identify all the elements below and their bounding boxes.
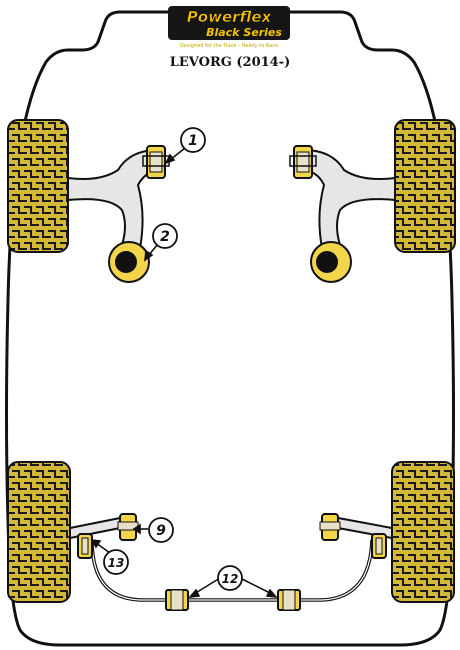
powerflex-logo: Powerflex Black Series Designed for the … [168, 6, 290, 49]
callout-1: 1 [180, 127, 206, 153]
front-left-wishbone [67, 148, 159, 250]
front-right-tyre [394, 119, 456, 253]
bush-13-right [371, 533, 387, 559]
bush-1-left [142, 145, 170, 179]
model-title: LEVORG (2014-) [170, 55, 291, 70]
brand-series: Black Series [206, 26, 282, 39]
bush-1-right [289, 145, 317, 179]
rear-left-tyre [7, 461, 71, 603]
rear-right-tyre [391, 461, 455, 603]
callout-2-label: 2 [160, 229, 170, 245]
callout-12-label: 12 [222, 572, 239, 586]
bush-9-right [319, 513, 341, 541]
brand-name: Powerflex [187, 8, 273, 26]
front-right-wishbone [303, 148, 396, 250]
bush-2-right [310, 241, 352, 283]
callout-12: 12 [217, 565, 243, 591]
callout-13: 13 [103, 549, 129, 575]
bush-2-left [108, 241, 150, 283]
callout-13-label: 13 [108, 556, 125, 570]
callout-9-label: 9 [156, 523, 166, 539]
front-left-tyre [7, 119, 69, 253]
bush-12-left [165, 589, 189, 611]
callout-leaders [90, 147, 278, 599]
bush-13-left [77, 533, 93, 559]
callout-1-label: 1 [188, 133, 198, 149]
callout-2: 2 [152, 223, 178, 249]
bush-12-right [277, 589, 301, 611]
bush-9-left [117, 513, 139, 541]
brand-tagline: Designed for the Track – Ready to Race [180, 43, 278, 49]
callout-9: 9 [148, 517, 174, 543]
